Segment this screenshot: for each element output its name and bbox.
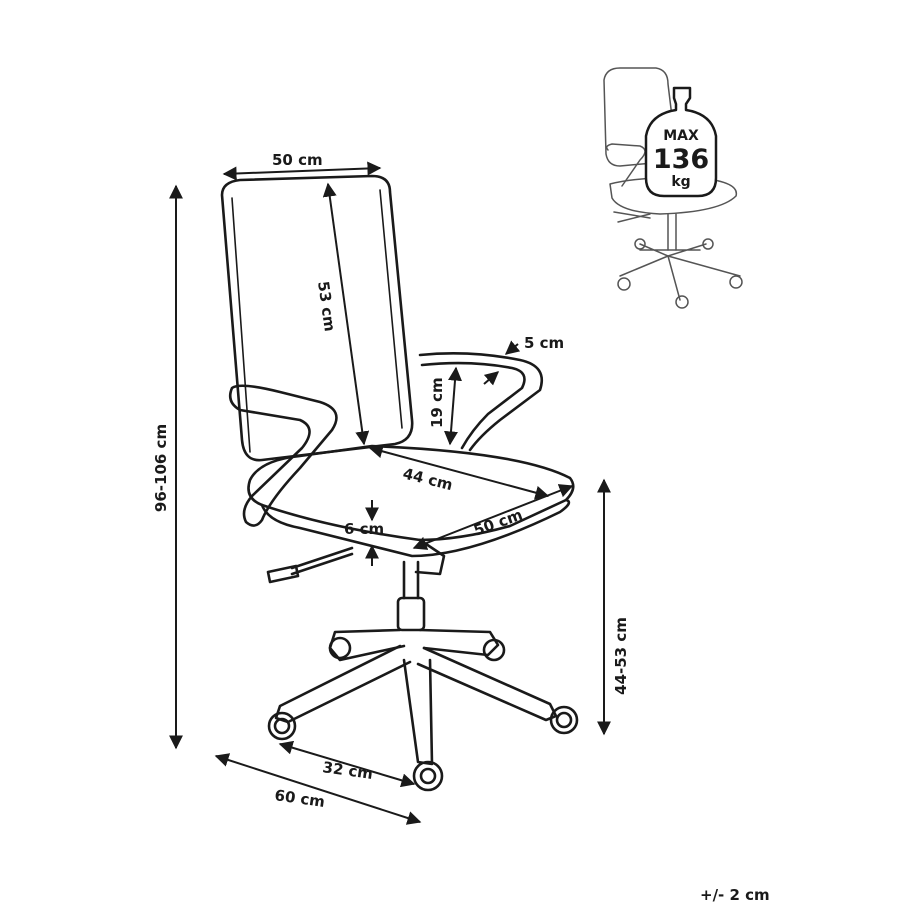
gas-cylinder <box>402 560 420 600</box>
weight-icon <box>644 86 718 198</box>
chair-drawing <box>220 174 579 792</box>
label-base-radius: 32 cm <box>321 758 374 783</box>
casters <box>267 636 579 792</box>
label-armrest-height: 19 cm <box>428 377 446 428</box>
star-base <box>274 628 558 766</box>
backrest <box>220 174 414 462</box>
label-backrest-width: 50 cm <box>272 151 323 169</box>
dim-seat-depth-line <box>368 444 550 500</box>
badge-max: MAX <box>663 128 699 144</box>
label-seat-thickness: 6 cm <box>344 520 384 538</box>
dim-seat-width-line <box>412 484 574 550</box>
seat <box>247 444 575 542</box>
height-lever <box>266 546 354 584</box>
badge-unit: kg <box>671 174 690 190</box>
dim-armrest-width-line <box>504 340 521 355</box>
dim-backrest-height-line <box>322 182 370 446</box>
label-total-height: 96-106 cm <box>152 424 170 512</box>
label-seat-height: 44-53 cm <box>612 617 630 695</box>
label-backrest-height: 53 cm <box>314 280 339 333</box>
tolerance-note: +/- 2 cm <box>700 886 770 904</box>
dimension-lines <box>169 161 611 825</box>
dim-base-width-line <box>214 753 422 825</box>
label-armrest-width: 5 cm <box>524 334 564 352</box>
badge-value: 136 <box>653 144 709 175</box>
dimension-labels: 50 cm 53 cm 96-106 cm 5 cm 19 cm 44 cm 5… <box>152 151 630 811</box>
label-seat-width: 50 cm <box>471 506 525 540</box>
dim-armrest-width-line-2 <box>483 371 500 386</box>
dim-armrest-height-line <box>444 366 462 446</box>
dim-backrest-width-line <box>222 161 382 181</box>
armrest-right <box>418 352 544 452</box>
weight-capacity-badge: MAX 136 kg <box>644 86 718 198</box>
